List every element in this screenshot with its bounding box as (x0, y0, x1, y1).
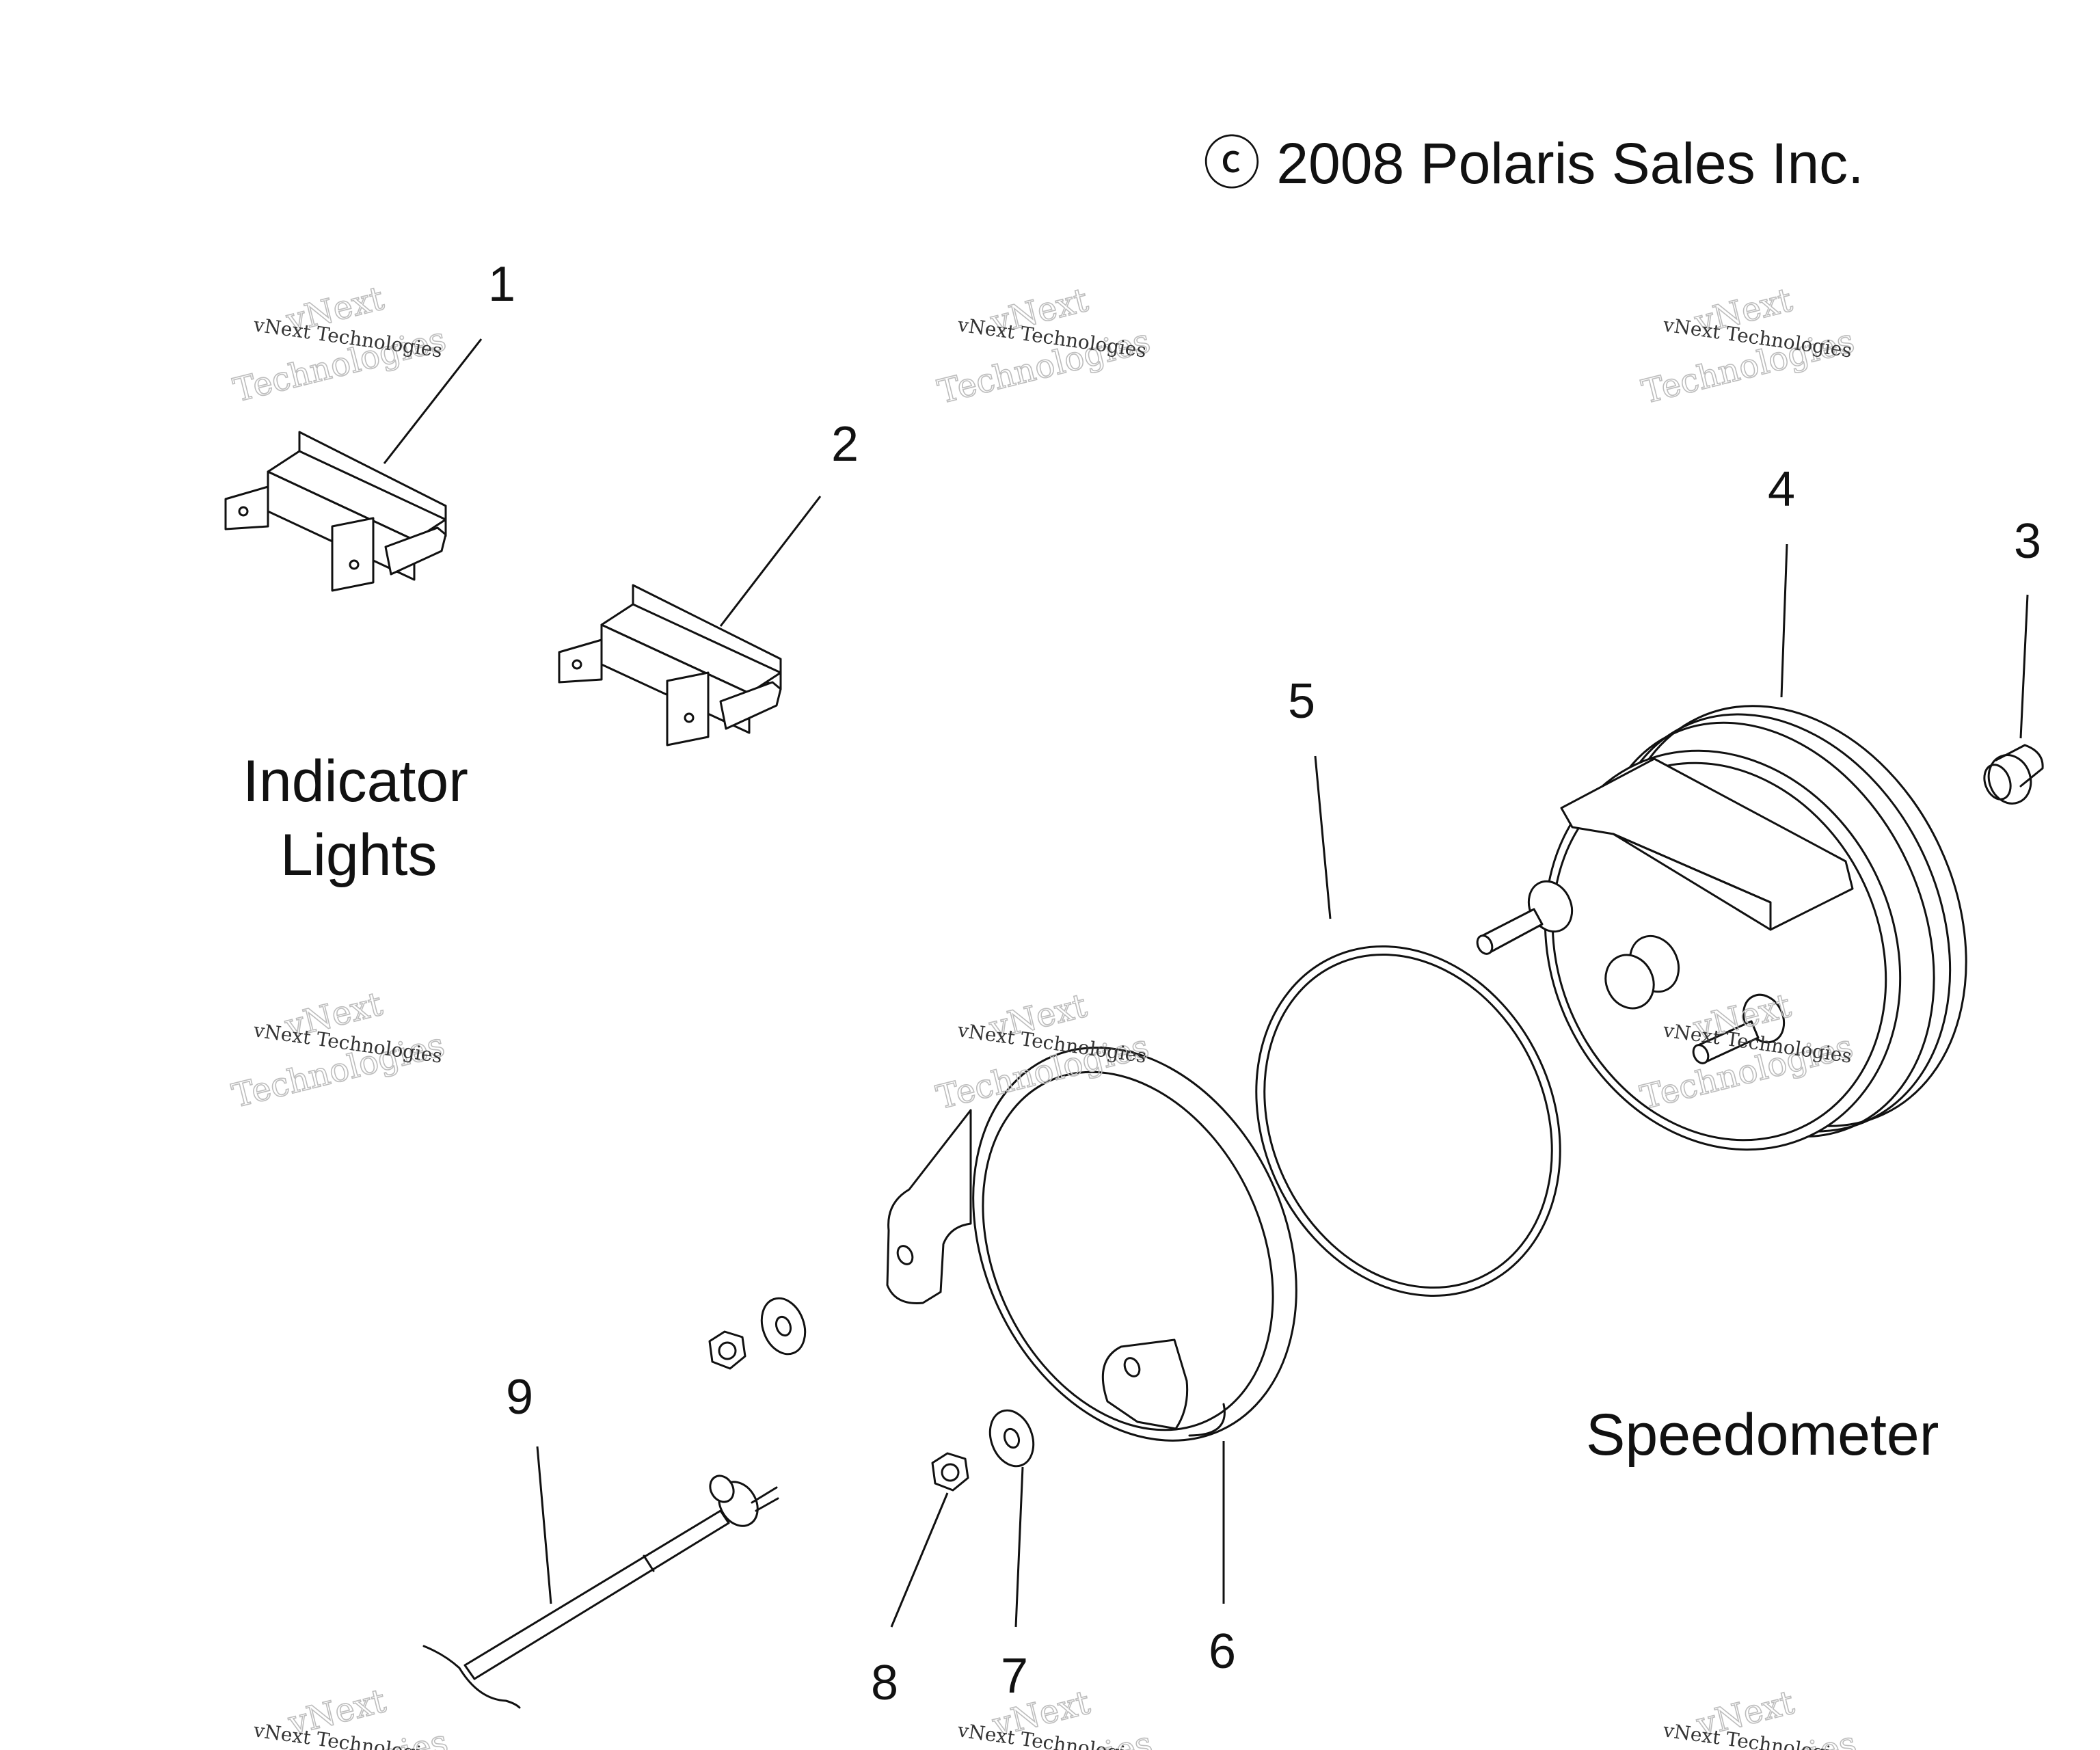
speedometer-stud-center (1604, 934, 1680, 1010)
indicator-lights-label-line1: Indicator (243, 749, 468, 814)
leader-lines (383, 338, 2029, 1628)
speedometer-label: Speedometer (1586, 1402, 1939, 1468)
leader-1 (383, 338, 483, 464)
callout-1: 1 (488, 257, 515, 312)
speedometer-stud-right (1692, 993, 1786, 1064)
reset-knob-3 (1983, 744, 2044, 805)
callout-5: 5 (1288, 674, 1315, 729)
gasket-ring-5 (1255, 945, 1561, 1297)
indicator-lights-label-line2: Lights (280, 822, 438, 888)
leader-2 (719, 496, 822, 627)
speedometer-stud-left (1476, 880, 1574, 955)
callout-2: 2 (831, 417, 859, 472)
callout-3: 3 (2014, 514, 2041, 569)
callout-9: 9 (506, 1370, 533, 1425)
indicator-light-2 (558, 584, 782, 746)
leader-9 (536, 1446, 552, 1604)
indicator-light-1 (224, 431, 447, 592)
leader-4 (1780, 543, 1788, 698)
leader-8 (890, 1492, 949, 1628)
callout-4: 4 (1768, 462, 1795, 517)
callout-8: 8 (871, 1656, 898, 1710)
washer-7-lower (988, 1409, 1035, 1468)
mounting-bracket-6 (886, 1047, 1297, 1442)
leader-3 (2019, 594, 2029, 739)
nut-8-upper (708, 1330, 746, 1370)
speedometer-cable-9 (422, 1475, 779, 1709)
speedometer-4 (1476, 705, 1967, 1151)
leader-5 (1314, 755, 1332, 919)
leader-7 (1014, 1466, 1024, 1628)
callout-7: 7 (1001, 1649, 1028, 1704)
washer-7-upper (760, 1297, 807, 1356)
nut-8-lower (931, 1452, 969, 1492)
copyright-text: ⓒ 2008 Polaris Sales Inc. (1203, 131, 1864, 196)
callout-6: 6 (1209, 1624, 1236, 1679)
